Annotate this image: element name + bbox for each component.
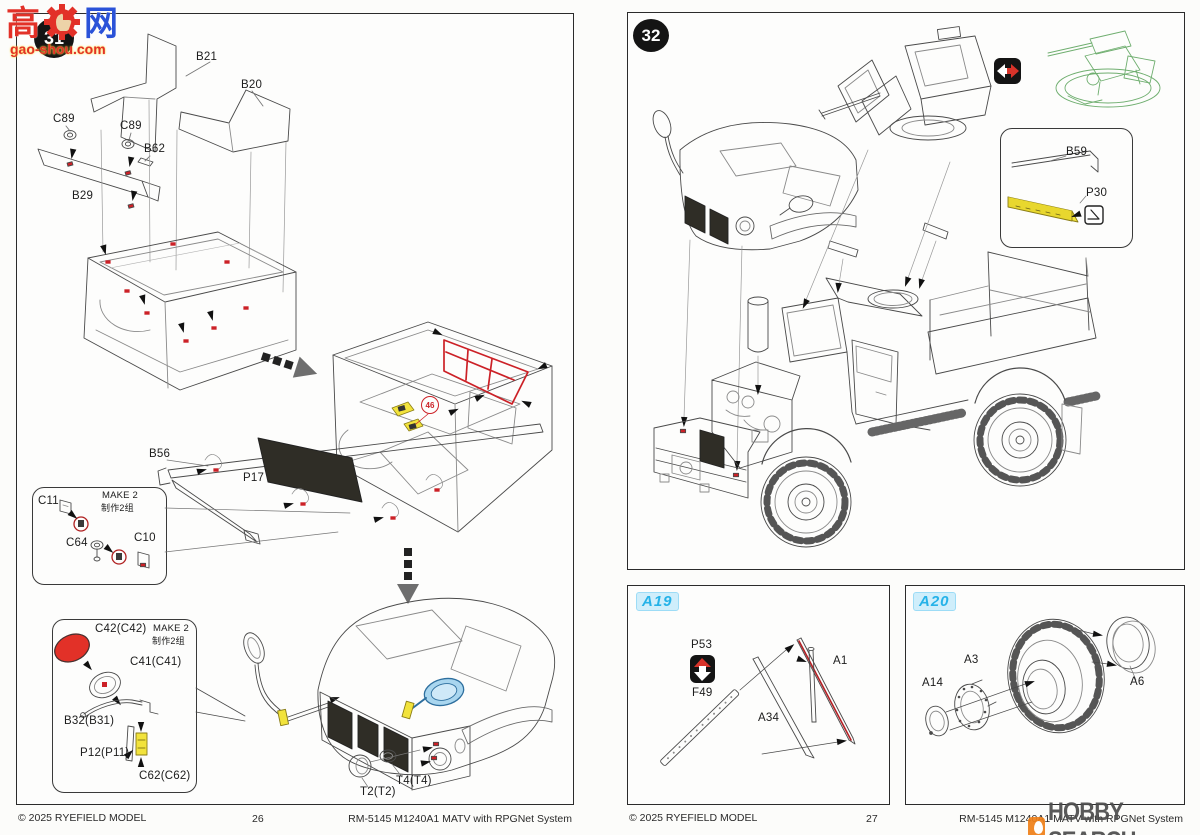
part-label-c89a: C89	[53, 113, 75, 125]
part-label-c11: C11	[38, 495, 59, 507]
part-label-p30: P30	[1086, 187, 1108, 199]
part-label-b62: B62	[144, 143, 166, 155]
gaoshou-url: gao-shou.com	[10, 41, 106, 57]
make2-note-mirror-cn: 制作2组	[152, 636, 185, 646]
footer-product-left: RM-5145 M1240A1 MATV with RPGNet System	[348, 813, 572, 825]
part-label-b32: B32(B31)	[64, 715, 115, 727]
ref-circle-46: 46	[421, 396, 439, 414]
hobbysearch-watermark: HOBBY SEARCH	[1028, 798, 1200, 835]
footer-copyright-right: © 2025 RYEFIELD MODEL	[629, 812, 758, 824]
part-label-t4: T4(T4)	[396, 775, 432, 787]
part-label-a6: A6	[1130, 676, 1145, 688]
subassembly-a19-frame	[627, 585, 890, 805]
footer-copyright-left: © 2025 RYEFIELD MODEL	[18, 812, 147, 824]
part-label-f49: F49	[692, 687, 713, 699]
part-label-b56: B56	[149, 448, 171, 460]
gaoshou-gear-thumb-icon	[44, 4, 80, 44]
subassembly-tag-a19: A19	[636, 592, 679, 611]
part-label-c41: C41(C41)	[130, 656, 182, 668]
part-label-c42: C42(C42)	[95, 623, 147, 635]
part-label-b20: B20	[241, 79, 263, 91]
callout-clamps-box	[32, 487, 167, 585]
hobbysearch-text: HOBBY SEARCH	[1047, 798, 1137, 835]
part-label-a3: A3	[964, 654, 979, 666]
part-label-a14: A14	[922, 677, 944, 689]
part-label-p17: P17	[243, 472, 265, 484]
make2-note-clamps: MAKE 2	[102, 490, 139, 501]
gaoshou-char-right: 网	[84, 5, 118, 43]
part-label-t2: T2(T2)	[360, 786, 396, 798]
part-label-c10: C10	[134, 532, 156, 544]
part-label-c89b: C89	[120, 120, 142, 132]
footer-page-number-right: 27	[866, 813, 878, 825]
step-32-badge: 32	[633, 19, 669, 52]
part-label-p12: P12(P11)	[80, 747, 130, 759]
footer-page-number-left: 26	[252, 813, 264, 825]
make2-note-mirror: MAKE 2	[153, 623, 190, 634]
subassembly-tag-a20: A20	[913, 592, 956, 611]
make2-note-clamps-cn: 制作2组	[101, 503, 134, 513]
gaoshou-char-left: 高	[6, 5, 40, 43]
part-label-c62: C62(C62)	[139, 770, 191, 782]
part-label-a34: A34	[758, 712, 780, 724]
part-label-b29: B29	[72, 190, 94, 202]
hobbysearch-flame-icon	[1028, 816, 1045, 835]
part-label-a1: A1	[833, 655, 848, 667]
callout-pe-box	[1000, 128, 1133, 248]
part-label-p53: P53	[691, 639, 713, 651]
part-label-b59: B59	[1066, 146, 1088, 158]
gaoshou-watermark: 高 网 gao-shou.com	[6, 4, 118, 56]
footer-product-right: RM-5145 M1240A1 MATV with RPGNet System	[959, 813, 1183, 825]
part-label-b21: B21	[196, 51, 218, 63]
part-label-c64: C64	[66, 537, 88, 549]
